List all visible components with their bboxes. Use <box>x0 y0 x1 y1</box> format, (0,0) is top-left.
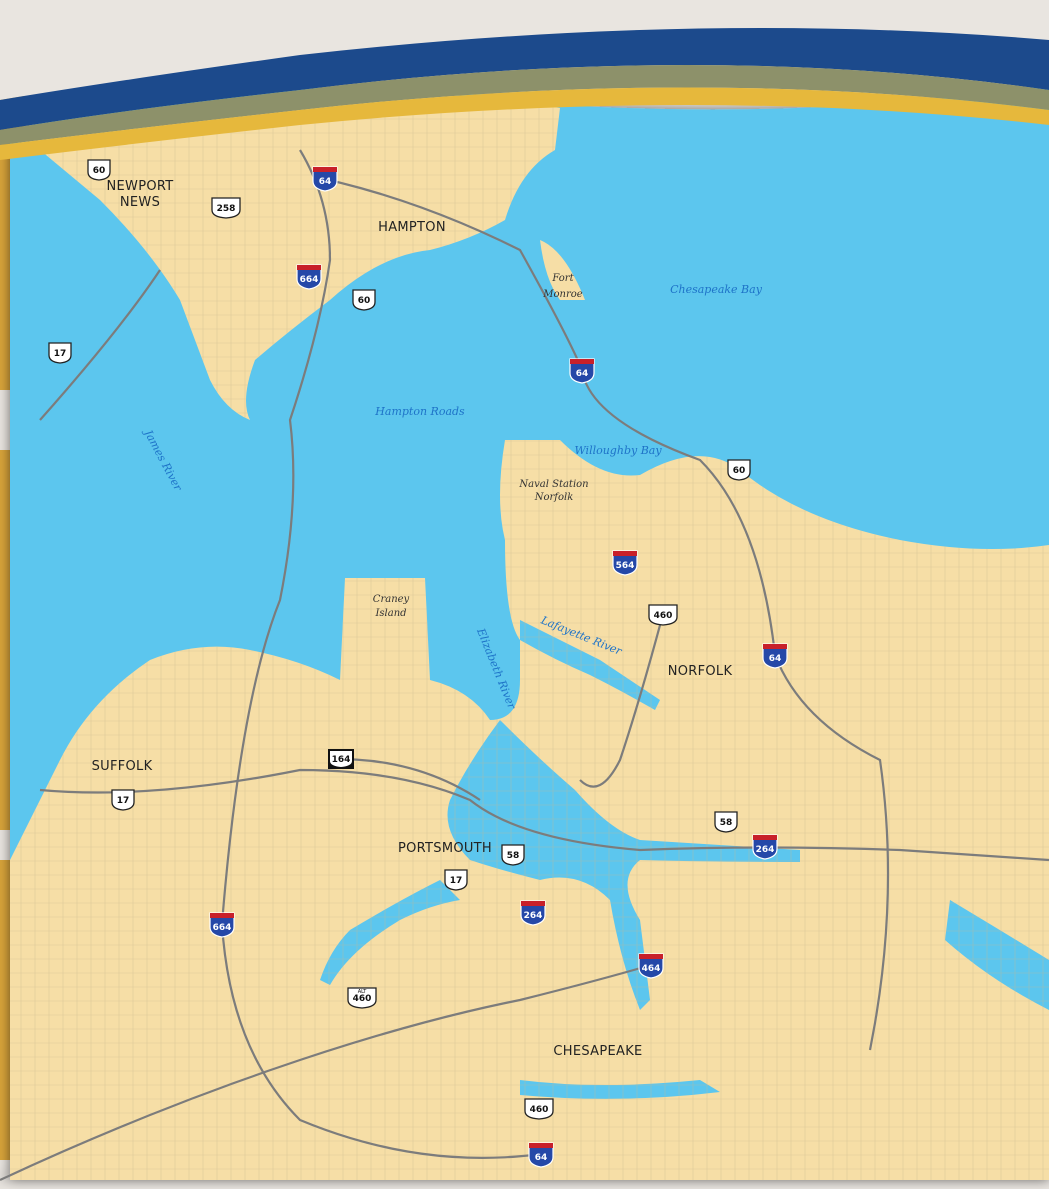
us-route-shield-icon: 17 <box>111 789 135 811</box>
place-label: Fort <box>551 273 574 284</box>
interstate-shield-icon: 564 <box>612 550 638 576</box>
place-label: Monroe <box>542 289 583 300</box>
us-route-number: 58 <box>507 851 520 861</box>
street-grid-peninsula <box>10 92 560 420</box>
interstate-number: 564 <box>616 561 635 571</box>
city-label: NORFOLK <box>668 664 733 679</box>
us-route-number: 17 <box>117 796 130 806</box>
us-route-number: 460 <box>530 1105 549 1115</box>
interstate-shield-icon: 64 <box>762 643 788 669</box>
us-route-number: 258 <box>217 204 236 214</box>
state-route-number: 164 <box>332 755 351 765</box>
interstate-number: 64 <box>319 177 332 187</box>
city-label: PORTSMOUTH <box>398 841 492 856</box>
state-route-shield-icon: 164 <box>328 749 354 769</box>
us-route-number: 460 <box>353 994 372 1004</box>
us-route-shield-icon: 460 <box>648 604 678 626</box>
place-label: Norfolk <box>534 492 574 503</box>
us-route-shield-icon: 17 <box>444 869 468 891</box>
interstate-shield-icon: 264 <box>520 900 546 926</box>
interstate-shield-icon: 264 <box>752 834 778 860</box>
us-route-number: 60 <box>733 466 746 476</box>
interstate-number: 464 <box>642 964 661 974</box>
us-route-shield-icon: 17 <box>48 342 72 364</box>
us-route-shield-icon: 58 <box>714 811 738 833</box>
us-route-shield-icon: 258 <box>211 197 241 219</box>
city-label: NEWPORT <box>107 179 174 194</box>
alt-route-label: ALT <box>358 989 368 995</box>
shields-layer: 64 664 64 564 64 264 264 664 464 64 60 258 60 17 60 460… <box>48 159 788 1168</box>
us-route-number: 58 <box>720 818 733 828</box>
us-route-number: 60 <box>93 166 106 176</box>
top-banner <box>0 0 1049 160</box>
us-route-number: 17 <box>54 349 67 359</box>
city-label: SUFFOLK <box>92 759 153 774</box>
place-label: Naval Station <box>518 479 588 490</box>
us-route-number: 60 <box>358 296 371 306</box>
interstate-shield-icon: 64 <box>528 1142 554 1168</box>
interstate-number: 64 <box>769 654 782 664</box>
interstate-shield-icon: 464 <box>638 953 664 979</box>
interstate-number: 64 <box>576 369 589 379</box>
street-grid <box>10 440 1049 1180</box>
us-route-shield-icon: 460 <box>524 1098 554 1120</box>
water-body-label: Hampton Roads <box>374 405 465 418</box>
city-label: NEWS <box>120 195 160 210</box>
us-route-shield-icon: 60 <box>352 289 376 311</box>
us-route-number: 17 <box>450 876 463 886</box>
city-label: HAMPTON <box>378 220 446 235</box>
fort-monroe-land <box>540 240 585 300</box>
interstate-shield-icon: 664 <box>209 912 235 938</box>
water-body-label: Willoughby Bay <box>574 444 662 457</box>
us-route-number: 460 <box>654 611 673 621</box>
interstate-number: 64 <box>535 1153 548 1163</box>
place-label: Island <box>374 608 406 619</box>
us-route-shield-icon: 60 <box>87 159 111 181</box>
map-body <box>0 85 1049 1181</box>
us-route-shield-icon: 60 <box>727 459 751 481</box>
interstate-number: 664 <box>300 275 319 285</box>
highway-lines <box>0 149 1049 1181</box>
city-label: CHESAPEAKE <box>553 1044 642 1059</box>
interstate-shield-icon: 64 <box>312 166 338 192</box>
interstate-number: 664 <box>213 923 232 933</box>
place-label: Craney <box>373 594 410 605</box>
interstate-shield-icon: 664 <box>296 264 322 290</box>
interstate-shield-icon: 64 <box>569 358 595 384</box>
water-body-label: Chesapeake Bay <box>670 283 763 296</box>
us-route-shield-icon: 58 <box>501 844 525 866</box>
interstate-number: 264 <box>524 911 543 921</box>
interstate-number: 264 <box>756 845 775 855</box>
